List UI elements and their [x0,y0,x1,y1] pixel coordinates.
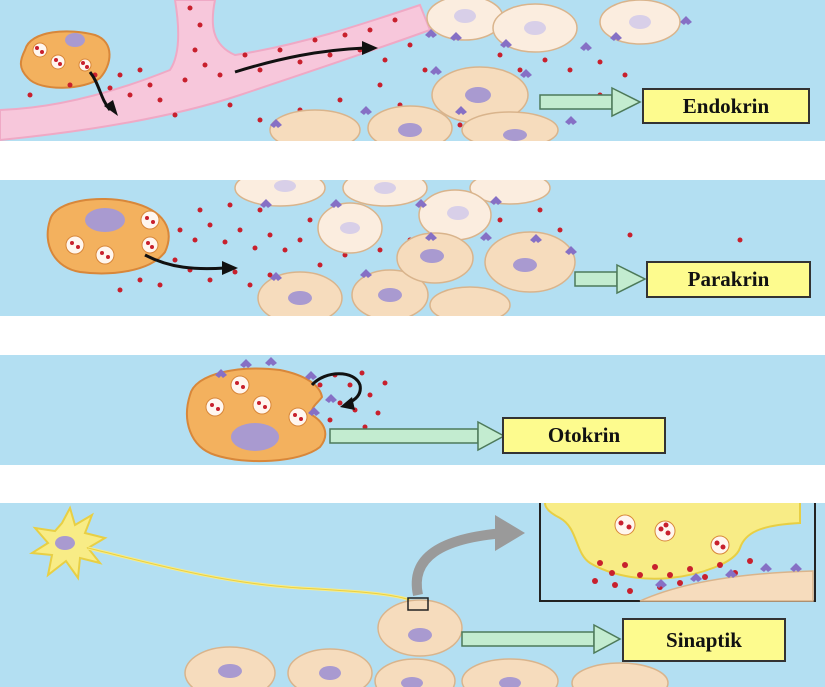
secretory-vesicles [205,375,308,427]
diffusion-arrow [144,253,226,271]
zoom-arrow [411,528,506,597]
nucleus [65,33,85,47]
secretory-vesicles [65,210,160,265]
transport-arrow [234,46,366,74]
label-arrow [461,623,622,655]
nuclei [274,180,537,305]
label-autocrine: Otokrin [502,417,666,454]
nucleus [85,208,125,232]
autocrine-arrow [310,372,362,405]
label-arrow [574,263,647,295]
label-arrow [539,86,642,118]
nuclei [398,9,651,141]
paracrine-illustration [0,180,825,316]
synapse-inset [539,503,816,602]
paracrine-cell [46,198,170,275]
endocrine-illustration [0,0,825,141]
panel-autocrine: Otokrin [0,355,825,465]
label-arrow [329,420,506,452]
background [0,355,825,465]
synapse-highlight-box [407,597,429,611]
nuclei [218,628,521,687]
receptors [260,196,577,281]
receptors [270,16,692,128]
autocrine-illustration [0,355,825,465]
panel-endocrine: Endokrin [0,0,825,141]
nucleus [231,423,279,451]
panel-synaptic: Sinaptik [0,503,825,687]
label-endocrine: Endokrin [642,88,810,124]
receptors [215,357,337,416]
neuron [28,505,108,581]
target-cells [184,599,669,687]
label-paracrine: Parakrin [646,261,811,298]
panel-paracrine: Parakrin [0,180,825,316]
label-synaptic: Sinaptik [622,618,786,662]
